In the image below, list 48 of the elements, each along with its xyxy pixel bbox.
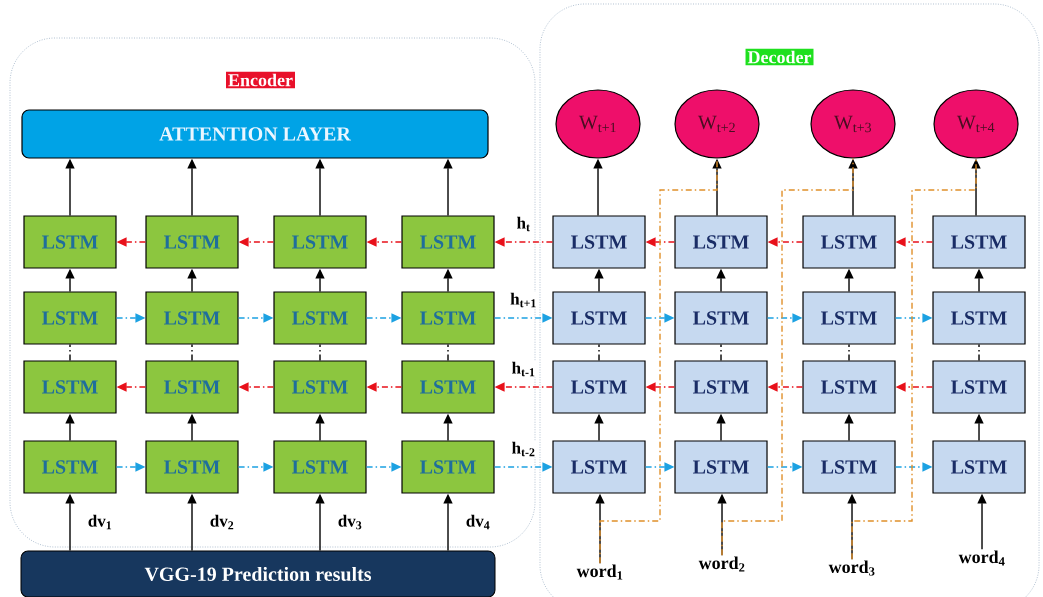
- prediction-results-box: VGG-19 Prediction results: [20, 550, 496, 597]
- lstm-box: LSTM: [23, 215, 117, 269]
- lstm-box: LSTM: [145, 360, 239, 414]
- edge-label: h$_{t}$: [515, 215, 532, 233]
- lstm-box: LSTM: [932, 215, 1026, 269]
- lstm-box: LSTM: [273, 215, 367, 269]
- lstm-box: LSTM: [401, 291, 495, 345]
- lstm-box: LSTM: [674, 215, 768, 269]
- lstm-box: LSTM: [932, 360, 1026, 414]
- lstm-box: LSTM: [552, 215, 646, 269]
- lstm-box: LSTM: [273, 360, 367, 414]
- lstm-box: LSTM: [145, 440, 239, 494]
- lstm-box: LSTM: [802, 291, 896, 345]
- lstm-box: LSTM: [401, 360, 495, 414]
- panel-heading: Decoder: [745, 48, 814, 66]
- edge-label: dv$_{2}$: [208, 513, 236, 531]
- lstm-box: LSTM: [802, 360, 896, 414]
- word-label: word$_{2}$: [698, 556, 745, 572]
- lstm-box: LSTM: [932, 440, 1026, 494]
- attention-layer-box: ATTENTION LAYER: [21, 109, 489, 159]
- lstm-box: LSTM: [23, 291, 117, 345]
- lstm-box: LSTM: [273, 291, 367, 345]
- lstm-box: LSTM: [23, 360, 117, 414]
- edge-label: dv$_{4}$: [464, 513, 492, 531]
- edge-label: h$_{t-2}$: [510, 440, 537, 458]
- edge-label: h$_{t+1}$: [509, 291, 538, 309]
- edge-label: dv$_{1}$: [86, 513, 114, 531]
- edge-label: dv$_{3}$: [336, 513, 364, 531]
- word-label: word$_{3}$: [828, 560, 875, 576]
- lstm-box: LSTM: [932, 291, 1026, 345]
- edge-label: h$_{t-1}$: [510, 360, 537, 378]
- lstm-box: LSTM: [674, 440, 768, 494]
- lstm-box: LSTM: [674, 360, 768, 414]
- lstm-box: LSTM: [802, 440, 896, 494]
- lstm-box: LSTM: [145, 291, 239, 345]
- lstm-box: LSTM: [273, 440, 367, 494]
- lstm-box: LSTM: [674, 291, 768, 345]
- word-label: word$_{1}$: [576, 564, 623, 580]
- panel-heading: Encoder: [226, 71, 295, 89]
- lstm-box: LSTM: [23, 440, 117, 494]
- lstm-box: LSTM: [552, 291, 646, 345]
- word-label: word$_{4}$: [958, 550, 1005, 566]
- lstm-box: LSTM: [401, 440, 495, 494]
- lstm-box: LSTM: [552, 360, 646, 414]
- lstm-box: LSTM: [145, 215, 239, 269]
- lstm-box: LSTM: [552, 440, 646, 494]
- lstm-box: LSTM: [401, 215, 495, 269]
- lstm-box: LSTM: [802, 215, 896, 269]
